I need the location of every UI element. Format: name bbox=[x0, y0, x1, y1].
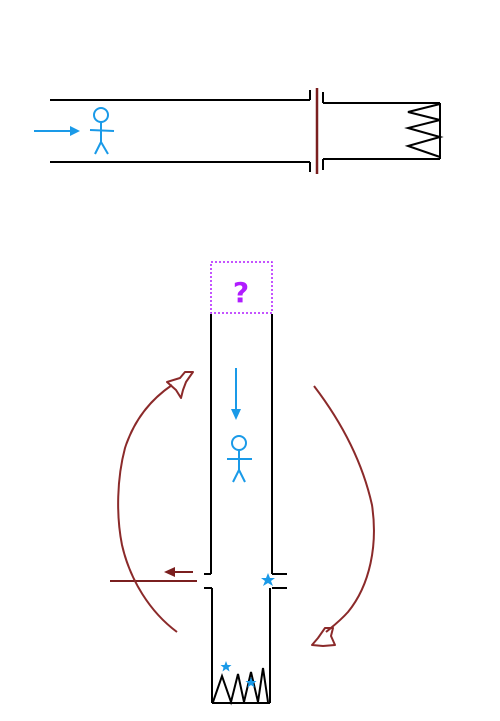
loop-arrows bbox=[117, 371, 375, 647]
spike-trap-icon bbox=[404, 103, 444, 158]
loop-arrow-right bbox=[313, 385, 375, 633]
stick-figure-icon bbox=[89, 107, 115, 155]
loop-arrow-left bbox=[117, 384, 178, 633]
left-arrow-icon bbox=[164, 567, 193, 577]
spike-trap-icon bbox=[212, 667, 269, 706]
loop-arrowhead-right bbox=[311, 627, 336, 647]
vertical-tunnel: ? bbox=[110, 261, 287, 706]
entry-arrow-icon bbox=[34, 126, 80, 136]
down-arrow-icon bbox=[231, 368, 241, 420]
star-icon bbox=[245, 677, 257, 688]
stick-figure-icon bbox=[227, 435, 252, 483]
horizontal-tunnel bbox=[34, 88, 444, 174]
question-mark: ? bbox=[233, 276, 249, 309]
loop-arrowhead-left bbox=[166, 371, 194, 399]
star-icon bbox=[220, 661, 232, 672]
star-icon bbox=[261, 573, 275, 586]
